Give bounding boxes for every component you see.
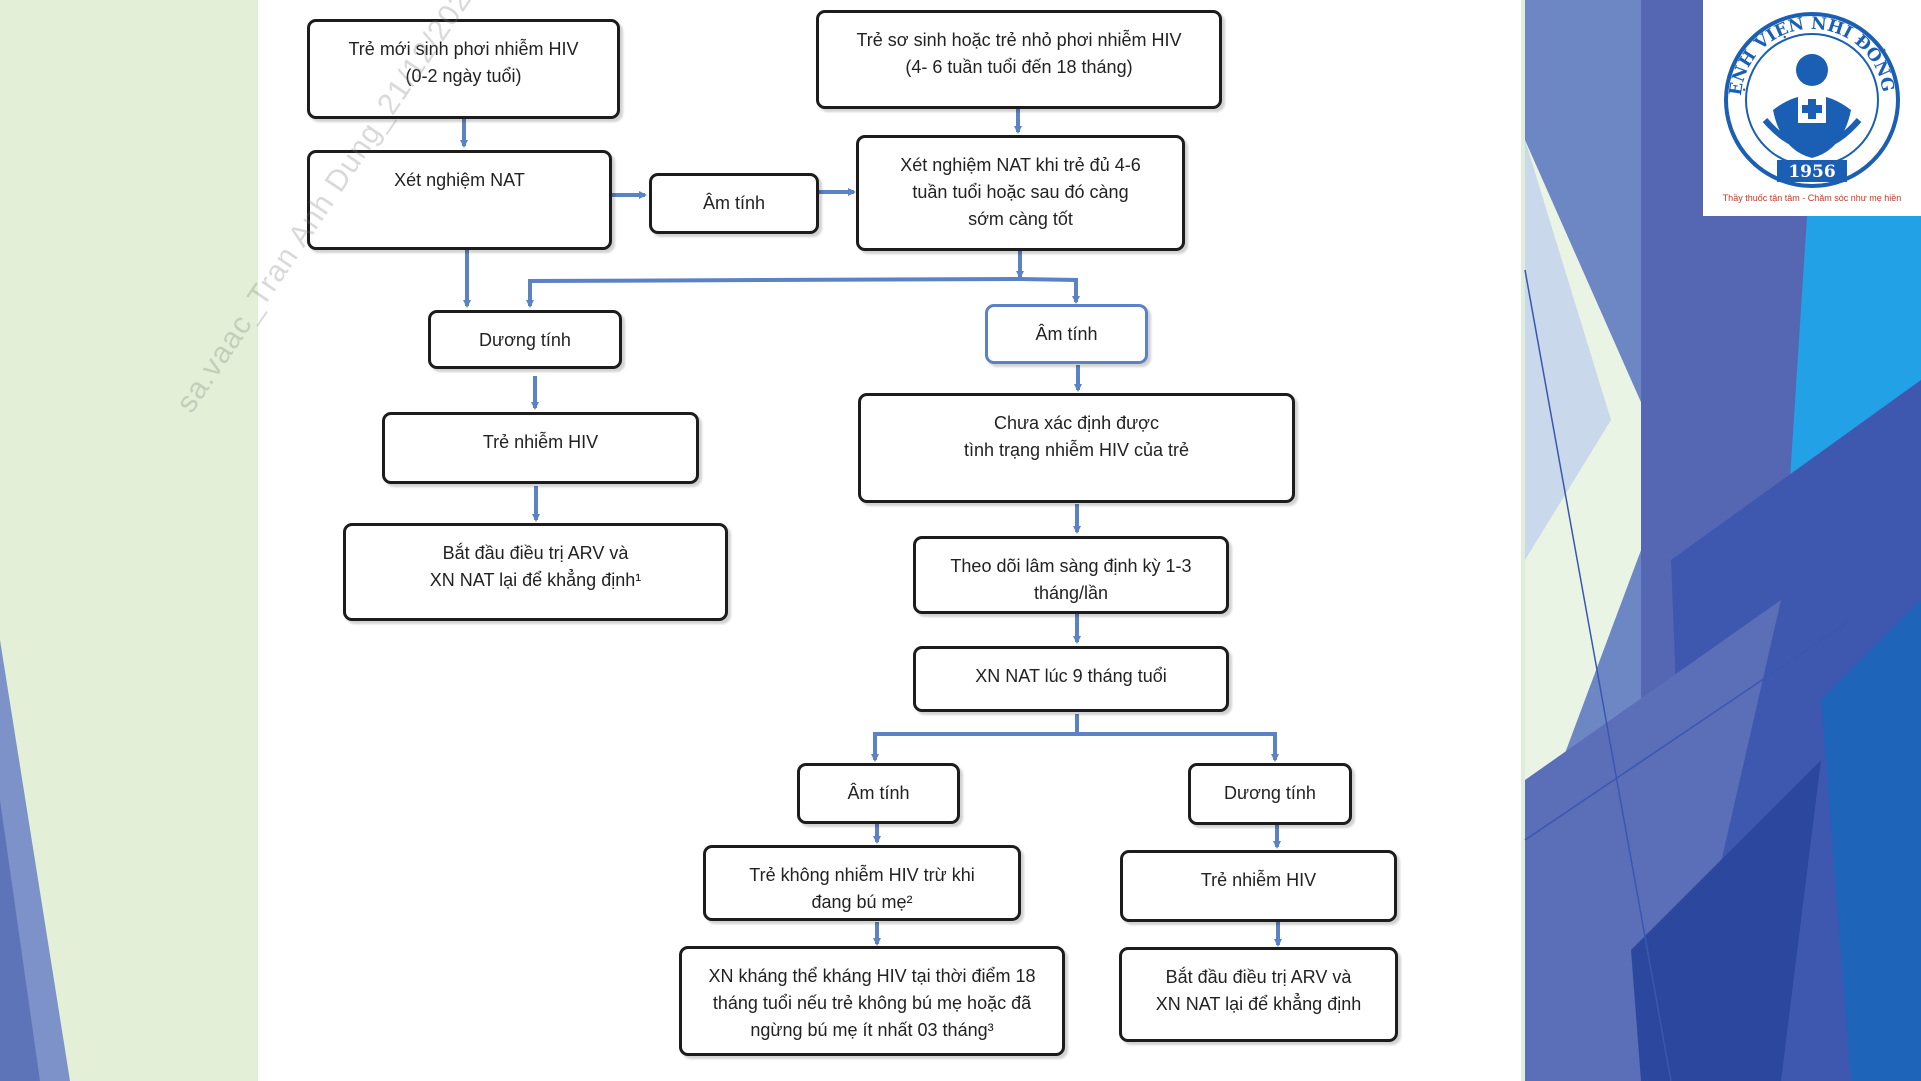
node-antibody-test-18-months: XN kháng thể kháng HIV tại thời điểm 18 … — [679, 946, 1065, 1056]
node-nat-9-months: XN NAT lúc 9 tháng tuổi — [913, 646, 1229, 712]
node-status-undetermined: Chưa xác định được tình trạng nhiễm HIV … — [858, 393, 1295, 503]
node-hiv-infected-2: Trẻ nhiễm HIV — [1120, 850, 1397, 922]
node-negative-3: Âm tính — [797, 763, 960, 824]
node-clinical-follow-up: Theo dõi lâm sàng định kỳ 1-3 tháng/lần — [913, 536, 1229, 614]
node-start-arv-1: Bắt đầu điều trị ARV và XN NAT lại để kh… — [343, 523, 728, 621]
hospital-seal-icon: BỆNH VIỆN NHI ĐỒNG 1 1956 — [1696, 0, 1900, 188]
node-nat-test: Xét nghiệm NAT — [307, 150, 612, 250]
node-positive-2: Dương tính — [1188, 763, 1352, 825]
logo-year: 1956 — [1788, 162, 1835, 182]
node-negative-1: Âm tính — [649, 173, 819, 234]
logo-caption: Thầy thuốc tận tâm - Chăm sóc như mẹ hiề… — [1722, 193, 1902, 203]
node-not-infected-unless-breastfeeding: Trẻ không nhiễm HIV trừ khi đang bú mẹ² — [703, 845, 1021, 921]
node-infant-exposed: Trẻ sơ sinh hoặc trẻ nhỏ phơi nhiễm HIV … — [816, 10, 1222, 109]
hospital-logo: BỆNH VIỆN NHI ĐỒNG 1 1956 Thầy thuốc tận… — [1696, 0, 1921, 216]
node-positive-1: Dương tính — [428, 310, 622, 369]
node-negative-2: Âm tính — [985, 304, 1148, 364]
right-decorative-background — [1521, 0, 1921, 1081]
node-newborn-exposed: Trẻ mới sinh phơi nhiễm HIV (0-2 ngày tu… — [307, 19, 620, 119]
left-decorative-background — [0, 0, 260, 1081]
node-start-arv-2: Bắt đầu điều trị ARV và XN NAT lại để kh… — [1119, 947, 1398, 1042]
node-hiv-infected-1: Trẻ nhiễm HIV — [382, 412, 699, 484]
node-nat-test-4-6-weeks: Xét nghiệm NAT khi trẻ đủ 4-6 tuần tuổi … — [856, 135, 1185, 251]
